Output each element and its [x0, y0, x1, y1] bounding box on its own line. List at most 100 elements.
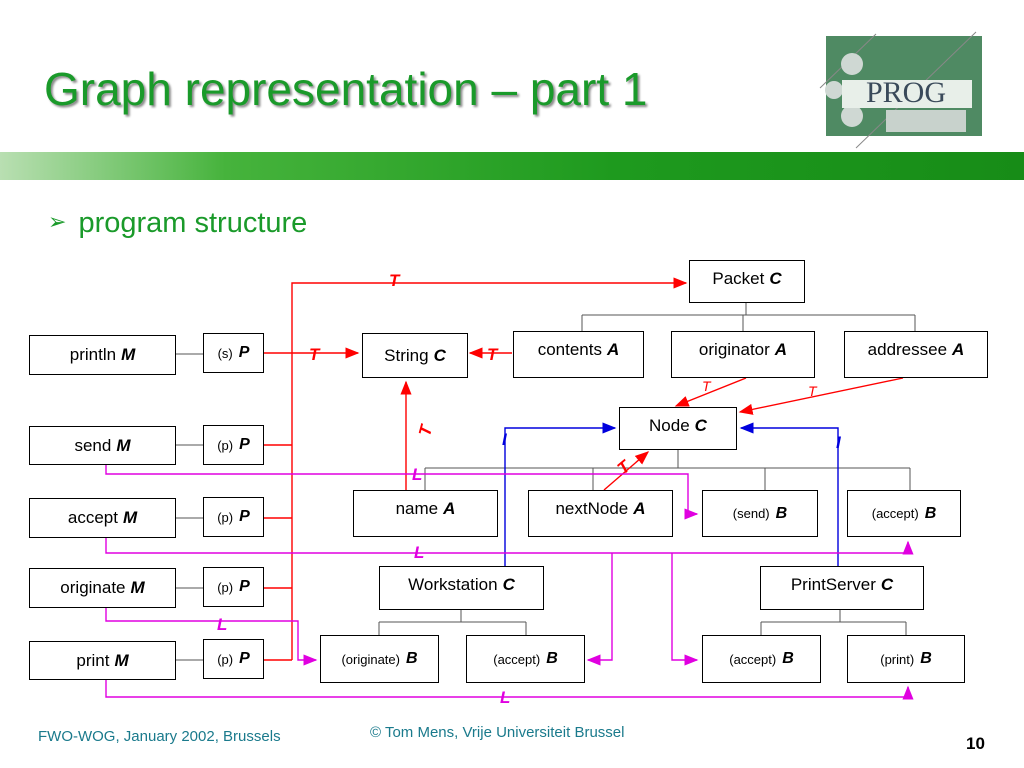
node-printserver-name: PrintServer	[790, 575, 876, 594]
node-body-print-kind: B	[920, 650, 932, 667]
node-addressee-kind: A	[952, 340, 965, 359]
footer-center: © Tom Mens, Vrije Universiteit Brussel	[370, 724, 625, 741]
bullet-item: ➢ program structure	[48, 207, 307, 240]
inheritance-edges	[504, 422, 839, 566]
node-body-send-kind: B	[775, 504, 788, 522]
node-packet-name: Packet	[712, 269, 765, 288]
node-body-accept-1-name: (accept)	[871, 506, 919, 521]
node-name-kind: A	[443, 499, 456, 518]
node-body-originate[interactable]: (originate) B	[320, 635, 439, 683]
node-param-p-2[interactable]: (p) P	[203, 497, 264, 537]
edge-label-t-orig-2: T	[808, 383, 817, 399]
node-param-p-3-name: (p)	[217, 579, 234, 595]
node-originator-kind: A	[774, 340, 788, 359]
node-param-p-4[interactable]: (p) P	[203, 639, 264, 679]
node-addressee-name: addressee	[867, 340, 948, 359]
node-body-print[interactable]: (print) B	[847, 635, 965, 683]
node-originator-name: originator	[698, 340, 770, 359]
node-body-accept-1-kind: B	[924, 504, 937, 522]
node-body-accept-2[interactable]: (accept)B	[466, 635, 585, 683]
node-node-kind: C	[694, 416, 707, 435]
node-param-p-2-name: (p)	[217, 509, 234, 525]
node-param-p-1-kind: P	[239, 436, 250, 453]
slide-title: Graph representation – part 1	[44, 63, 648, 115]
node-param-p-4-name: (p)	[217, 651, 234, 667]
edge-label-l-1: L	[412, 465, 423, 484]
node-body-originate-name: (originate)	[341, 651, 400, 667]
node-body-originate-kind: B	[405, 650, 418, 667]
node-body-print-name: (print)	[880, 651, 915, 667]
node-body-accept-1[interactable]: (accept) B	[847, 490, 961, 537]
node-accept-name: accept	[67, 508, 118, 527]
node-body-send-name: (send)	[732, 506, 770, 521]
node-body-accept-3[interactable]: (accept)B	[702, 635, 821, 683]
node-param-s-name: (s)	[217, 345, 233, 361]
bullet-arrow-icon: ➢	[48, 209, 67, 234]
node-body-accept-2-kind: B	[546, 650, 558, 667]
edge-label-i-right: I	[836, 433, 841, 452]
node-printserver-kind: C	[880, 575, 894, 594]
page-number: 10	[966, 734, 985, 753]
edge-label-t-string-left: T	[309, 345, 320, 364]
node-name-name: name	[395, 499, 439, 518]
node-param-p-4-kind: P	[239, 650, 250, 667]
logo-text: PROG	[866, 76, 946, 109]
node-param-p-3[interactable]: (p) P	[203, 567, 264, 607]
edge-label-l-3: L	[217, 615, 228, 634]
edge-label-l-2: L	[414, 543, 425, 562]
node-string-name: String	[384, 345, 429, 365]
node-println-name: println	[69, 345, 117, 364]
node-packet-kind: C	[769, 269, 782, 288]
title-band	[0, 152, 1024, 180]
edge-label-t-orig-1: T	[702, 378, 711, 394]
node-print-name: print	[76, 650, 110, 670]
node-contents-name: contents	[537, 340, 602, 359]
type-edges	[264, 277, 904, 661]
footer-left: FWO-WOG, January 2002, Brussels	[38, 728, 281, 745]
node-body-send[interactable]: (send) B	[702, 490, 818, 537]
prog-logo: PROG	[819, 31, 982, 149]
node-workstation-kind: C	[502, 575, 515, 594]
edge-label-t-packet: T	[389, 271, 400, 290]
node-originate-name: originate	[60, 578, 126, 597]
node-nextnode-name: nextNode	[555, 499, 629, 518]
node-param-p-2-kind: P	[239, 508, 250, 525]
node-workstation-name: Workstation	[408, 575, 498, 594]
node-send-kind: M	[116, 435, 131, 455]
node-print-kind: M	[114, 650, 129, 670]
node-param-p-1-name: (p)	[217, 437, 234, 453]
link-edges	[105, 465, 914, 700]
edge-label-i-left: I	[502, 430, 507, 449]
node-accept-kind: M	[122, 508, 138, 527]
bullet-text: program structure	[78, 207, 308, 239]
node-param-p-3-kind: P	[239, 578, 250, 595]
node-println-kind: M	[121, 345, 136, 364]
node-param-s[interactable]: (s) P	[203, 333, 264, 373]
node-node-name: Node	[649, 416, 690, 435]
node-body-accept-3-kind: B	[782, 650, 794, 667]
node-param-s-kind: P	[238, 344, 250, 361]
edge-label-l-4: L	[500, 688, 511, 707]
edge-label-t-string-right: T	[487, 345, 498, 364]
node-nextnode-kind: A	[633, 499, 646, 518]
containment-edges	[176, 303, 916, 661]
node-originate-kind: M	[130, 578, 145, 597]
node-param-p-1[interactable]: (p) P	[203, 425, 264, 465]
node-send-name: send	[74, 435, 112, 455]
